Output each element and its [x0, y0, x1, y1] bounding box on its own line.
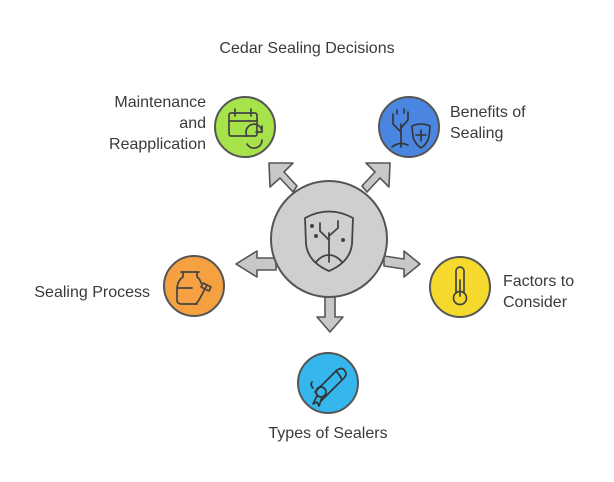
certificate-scroll-icon: [310, 367, 347, 407]
label-process-line-1: Sealing Process: [34, 284, 150, 301]
label-factors: Factors to Consider: [503, 271, 603, 313]
central-hub: [270, 180, 388, 298]
arrow-to-benefits: [361, 162, 391, 193]
label-types-line-1: Types of Sealers: [268, 425, 388, 442]
label-types: Types of Sealers: [228, 423, 428, 444]
label-factors-line-1: Factors to: [503, 273, 575, 290]
tree-shield-icon: [304, 210, 354, 272]
node-process[interactable]: [163, 255, 225, 317]
types-circle: [297, 352, 359, 414]
jar-brush-icon: [176, 271, 212, 305]
label-maintenance-line-2: and: [179, 115, 206, 132]
label-maintenance-line-1: Maintenance: [114, 94, 206, 111]
label-factors-line-2: Consider: [503, 294, 568, 311]
process-circle: [163, 255, 225, 317]
label-benefits: Benefits of Sealing: [450, 102, 570, 144]
label-benefits-line-1: Benefits of: [450, 104, 526, 121]
benefits-circle: [378, 96, 440, 158]
thermometer-icon: [452, 266, 468, 306]
label-benefits-line-2: Sealing: [450, 125, 504, 142]
calendar-refresh-icon: [228, 108, 263, 149]
label-maintenance-line-3: Reapplication: [109, 136, 206, 153]
connector-arrows: [235, 162, 421, 333]
node-types[interactable]: [297, 352, 359, 414]
diagram-title: Cedar Sealing Decisions: [219, 40, 395, 57]
label-process: Sealing Process: [20, 282, 150, 303]
node-benefits[interactable]: [378, 96, 440, 158]
node-maintenance[interactable]: [214, 96, 276, 158]
arrow-to-types: [316, 294, 344, 333]
tree-shield-icon: [391, 108, 431, 149]
node-factors[interactable]: [429, 256, 491, 318]
label-maintenance: Maintenance and Reapplication: [80, 92, 206, 155]
arrow-to-process: [235, 250, 277, 278]
maintenance-circle: [214, 96, 276, 158]
arrow-to-factors: [383, 250, 421, 278]
arrow-to-maintenance: [268, 162, 298, 193]
